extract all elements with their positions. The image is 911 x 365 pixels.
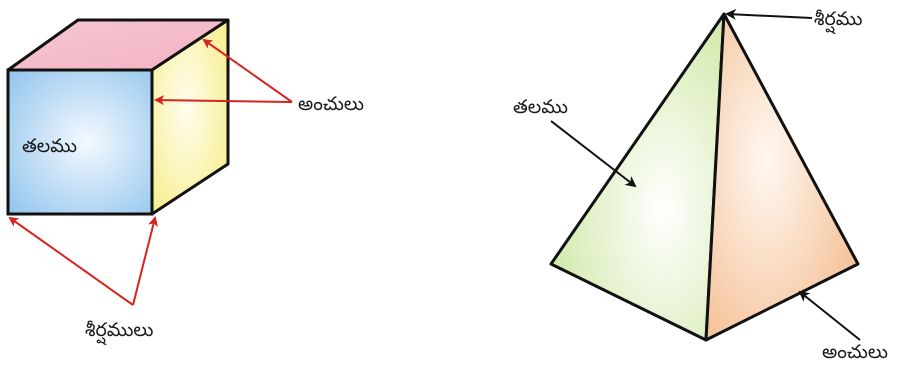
- pyramid-apex-label: శీర్షము: [814, 8, 862, 34]
- cube-edge-arrow-top: [202, 38, 293, 103]
- pyramid-apex-arrow: [725, 8, 813, 20]
- pyramid-edge-arrow: [798, 290, 861, 341]
- pyramid-left-face: [549, 12, 726, 342]
- cube-edge-arrow-side: [154, 95, 293, 106]
- pyramid-face-label: తలము: [513, 96, 568, 118]
- cube-vertices-label: శీర్షములు: [85, 319, 153, 345]
- pyramid-edge-label: అంచులు: [822, 341, 888, 363]
- cube: తలము అంచులు శీర్షములు: [6, 18, 364, 345]
- cube-vertex-arrow-left: [8, 216, 134, 306]
- pyramid: శీర్షము తలము అంచులు: [513, 8, 888, 363]
- cube-vertex-arrow-right: [132, 216, 158, 306]
- pyramid-face-arrow: [550, 120, 637, 188]
- cube-face-label: తలము: [22, 135, 77, 157]
- cube-front-face: [6, 68, 154, 216]
- pyramid-right-face: [704, 12, 860, 342]
- cube-edges-label: అంచులు: [298, 93, 364, 115]
